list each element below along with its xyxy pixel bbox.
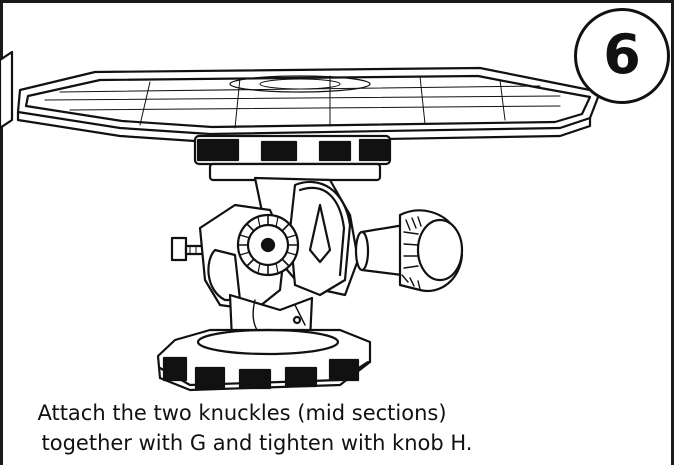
base-plate (156, 328, 372, 392)
step-number: 6 (603, 23, 641, 86)
instruction-line-1: Attach the two knuckles (mid sections) (37, 401, 447, 425)
instruction-caption: Attach the two knuckles (mid sections) t… (0, 398, 674, 458)
mount-assembly-illustration (0, 50, 602, 392)
left-edge-bracket (0, 50, 14, 130)
step-number-badge: 6 (574, 8, 670, 104)
upper-knuckle (253, 176, 360, 297)
instruction-line-2: together with G and tighten with knob H. (41, 431, 473, 455)
lower-knuckle (198, 203, 300, 312)
top-plate (16, 66, 602, 144)
knob-h (354, 209, 464, 293)
upper-collar (193, 134, 392, 182)
